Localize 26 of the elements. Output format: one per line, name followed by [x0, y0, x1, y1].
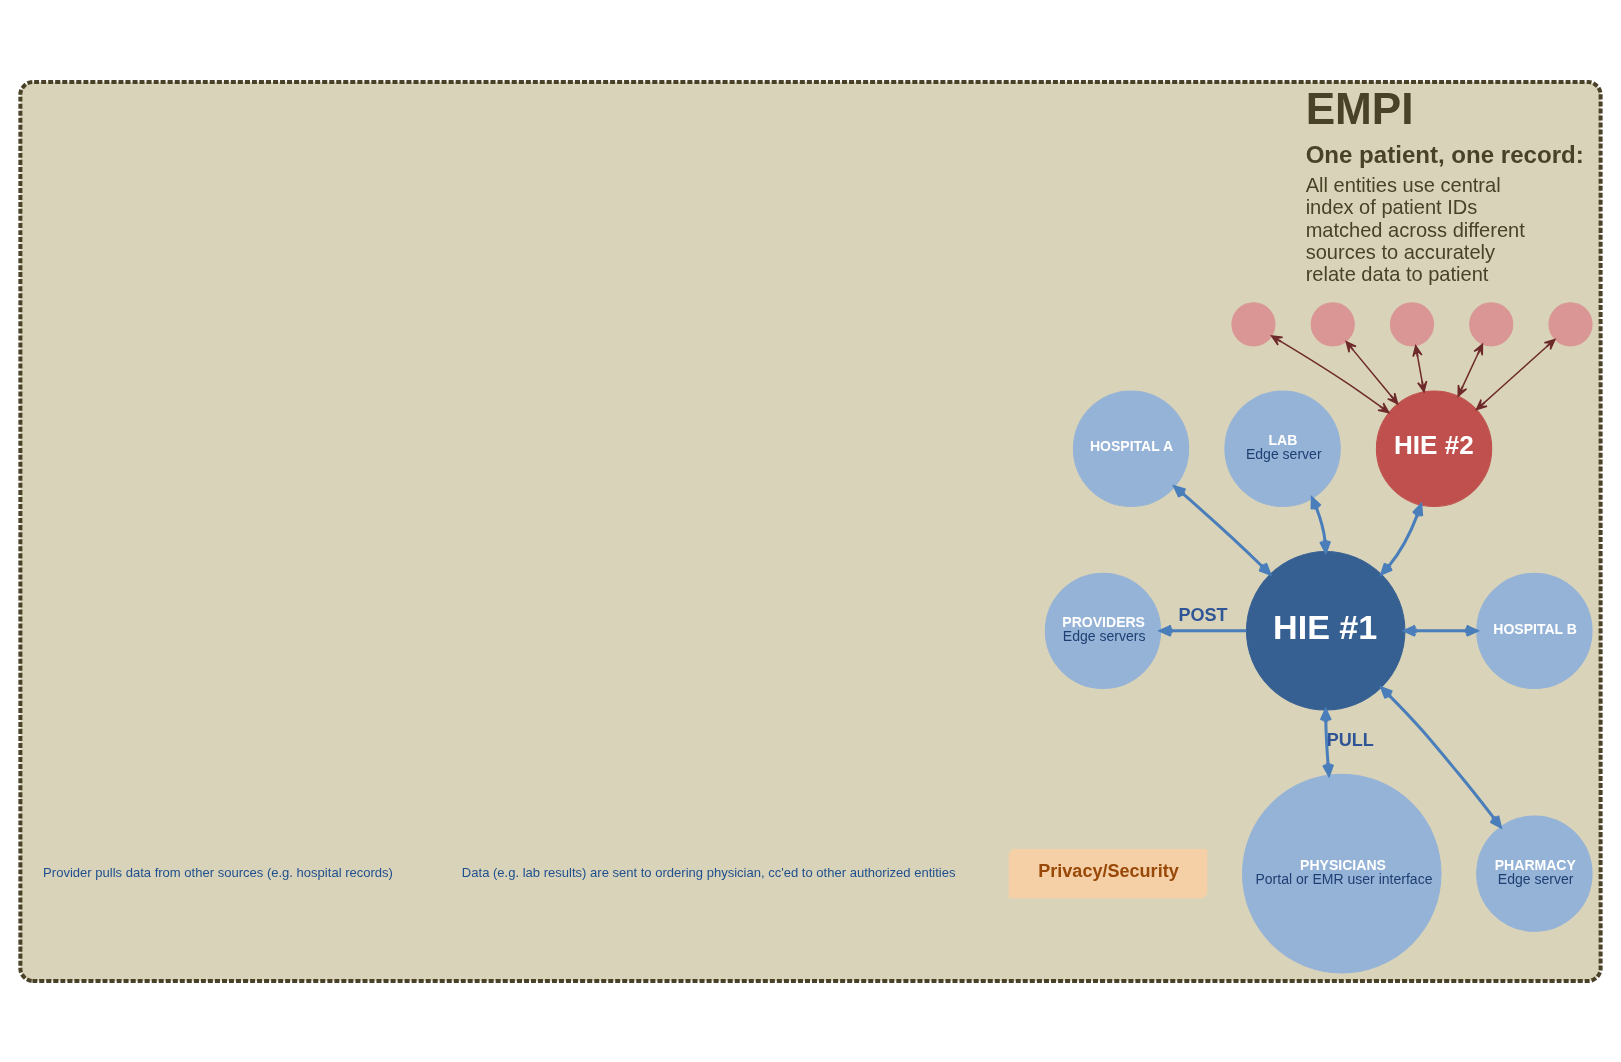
node-circle: HOSPITAL B — [1476, 572, 1593, 689]
arrow — [1173, 484, 1272, 575]
arrow — [1345, 340, 1399, 404]
node-circle — [1469, 301, 1514, 346]
arrow — [1380, 503, 1424, 575]
arrow — [1159, 624, 1247, 637]
node-circle: HIE #1 — [1245, 550, 1406, 711]
node-circle — [1310, 301, 1355, 346]
arrow — [1380, 686, 1502, 828]
node-circle — [1231, 301, 1276, 346]
edge-label: PULL — [1326, 729, 1374, 750]
arrow — [1457, 342, 1484, 397]
arrow — [1412, 344, 1428, 393]
label: Data (e.g. lab results) are sent to ordering physician, cc'ed to other authorized entities — [461, 864, 956, 880]
arrow — [1319, 708, 1335, 776]
node-circle: PROVIDERS Edge servers — [1044, 572, 1162, 689]
node-circle: LAB Edge server — [1224, 390, 1341, 507]
node-circle — [1389, 301, 1435, 346]
node-circle — [1548, 301, 1593, 346]
node-circle: PHYSICIANS Portal or EMR user interface — [1242, 773, 1442, 973]
arrow — [1475, 338, 1556, 410]
edge-label: POST — [1178, 604, 1228, 625]
label: Provider pulls data from other sources (e.g. hospital records) — [43, 864, 393, 880]
arrow — [1270, 334, 1390, 413]
arrow — [1310, 496, 1332, 553]
arrow — [1403, 624, 1479, 637]
